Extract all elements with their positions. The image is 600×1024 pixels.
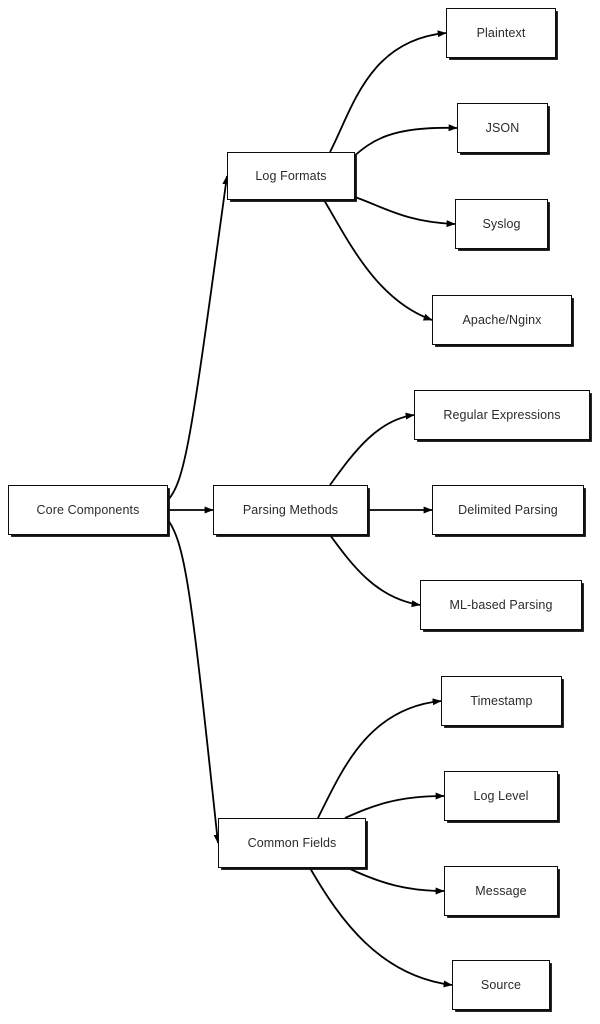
- node-label-message: Message: [475, 883, 527, 898]
- node-label-plaintext: Plaintext: [476, 25, 526, 40]
- edge-log-formats-plaintext: [329, 30, 447, 153]
- node-core-components[interactable]: Core Components: [8, 485, 168, 535]
- node-ml-based-parsing[interactable]: ML-based Parsing: [420, 580, 582, 630]
- edge-log-formats-syslog: [351, 195, 456, 228]
- edge-log-formats-apache: [323, 199, 433, 321]
- edge-common-source: [309, 867, 453, 988]
- node-log-level[interactable]: Log Level: [444, 771, 558, 821]
- node-label-delimited-parsing: Delimited Parsing: [458, 502, 558, 517]
- node-label-apache-nginx: Apache/Nginx: [462, 312, 542, 327]
- node-label-core-components: Core Components: [36, 502, 140, 517]
- node-label-source: Source: [480, 977, 522, 992]
- node-syslog[interactable]: Syslog: [455, 199, 548, 249]
- node-plaintext[interactable]: Plaintext: [446, 8, 556, 58]
- edge-common-log-level: [344, 792, 445, 819]
- node-apache-nginx[interactable]: Apache/Nginx: [432, 295, 572, 345]
- node-log-formats[interactable]: Log Formats: [227, 152, 355, 200]
- edge-core-to-log-formats: [167, 175, 230, 501]
- edge-common-timestamp: [317, 698, 442, 819]
- node-label-parsing-methods: Parsing Methods: [242, 502, 339, 517]
- node-parsing-methods[interactable]: Parsing Methods: [213, 485, 368, 535]
- node-label-common-fields: Common Fields: [247, 835, 337, 850]
- node-label-regular-expressions: Regular Expressions: [443, 407, 561, 422]
- node-json[interactable]: JSON: [457, 103, 548, 153]
- node-message[interactable]: Message: [444, 866, 558, 916]
- node-timestamp[interactable]: Timestamp: [441, 676, 562, 726]
- edge-log-formats-json: [351, 124, 458, 159]
- edge-parsing-regex: [329, 412, 415, 486]
- edge-common-message: [347, 867, 445, 895]
- node-source[interactable]: Source: [452, 960, 550, 1010]
- node-common-fields[interactable]: Common Fields: [218, 818, 366, 868]
- node-regular-expressions[interactable]: Regular Expressions: [414, 390, 590, 440]
- node-label-json: JSON: [485, 120, 520, 135]
- node-label-log-formats: Log Formats: [255, 168, 327, 183]
- edge-parsing-ml: [329, 534, 421, 608]
- node-label-syslog: Syslog: [482, 216, 521, 231]
- edges-group: [167, 30, 458, 988]
- node-label-log-level: Log Level: [473, 788, 529, 803]
- node-label-timestamp: Timestamp: [470, 693, 533, 708]
- node-delimited-parsing[interactable]: Delimited Parsing: [432, 485, 584, 535]
- node-label-ml-based-parsing: ML-based Parsing: [449, 597, 553, 612]
- edge-core-to-common-fields: [167, 519, 221, 844]
